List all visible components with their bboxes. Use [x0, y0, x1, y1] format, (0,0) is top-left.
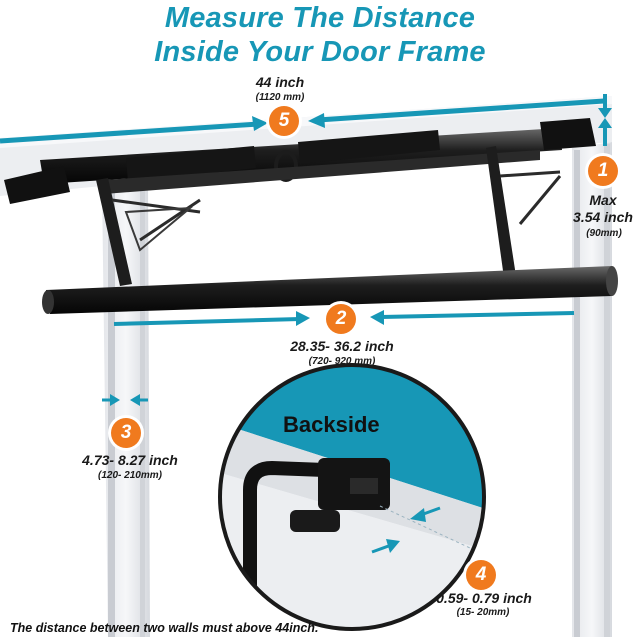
badge-4: 4: [466, 560, 496, 590]
measure-line-1: [598, 94, 612, 146]
measure-2-imperial: 28.35- 36.2 inch: [290, 338, 394, 354]
page-subtitle: Inside Your Door Frame: [154, 36, 486, 68]
measure-2-metric: (720- 920 mm): [308, 356, 376, 367]
measure-4-imperial: 0.59- 0.79 inch: [436, 590, 532, 606]
footer-note: The distance between two walls must abov…: [10, 621, 319, 635]
badge-2: 2: [326, 304, 356, 334]
page-title: Measure The Distance: [164, 2, 476, 34]
backside-label: Backside: [283, 412, 380, 437]
badge-3: 3: [111, 418, 141, 448]
measure-5-imperial: 44 inch: [255, 74, 305, 90]
measure-4-metric: (15- 20mm): [456, 607, 510, 618]
measure-5-metric: (1120 mm): [255, 92, 305, 103]
badge-1: 1: [588, 156, 618, 186]
measure-3-metric: (120- 210mm): [98, 470, 162, 481]
measure-1-label: Max: [589, 192, 617, 208]
measure-line-2: [113, 310, 575, 326]
measure-1-metric: (90mm): [586, 228, 622, 239]
measure-line-3: [102, 394, 148, 406]
door-frame-right: [572, 142, 612, 637]
badge-5: 5: [269, 106, 299, 136]
measure-3-imperial: 4.73- 8.27 inch: [82, 452, 178, 468]
measure-line-5: [0, 98, 605, 144]
measure-1-imperial: 3.54 inch: [573, 209, 633, 225]
pull-up-bar: [4, 118, 618, 314]
